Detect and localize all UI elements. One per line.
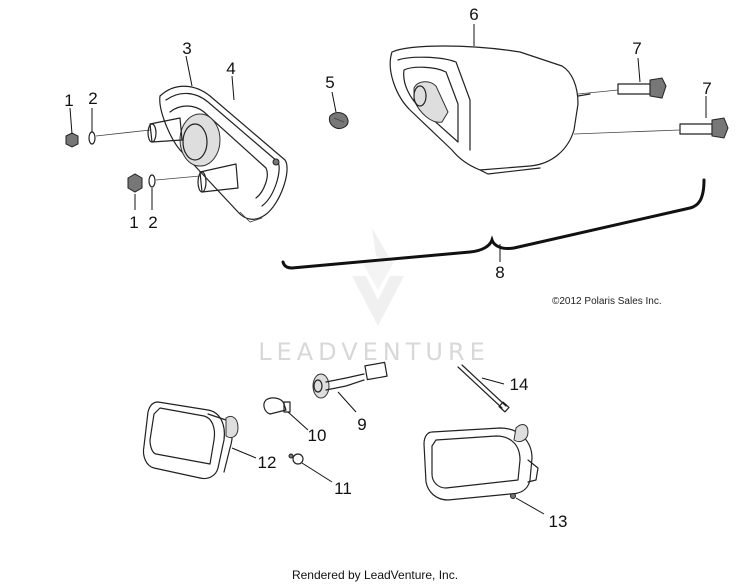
headlight-bracket-part-3 — [159, 85, 288, 223]
fog-lamp-part-13 — [423, 424, 539, 501]
callout-10[interactable]: 10 — [308, 426, 327, 445]
clip-part-5 — [328, 112, 349, 129]
headlight-assembly-part-6 — [389, 45, 591, 175]
callout-13[interactable]: 13 — [549, 512, 568, 531]
assembly-line — [573, 129, 681, 135]
callout-2[interactable]: 2 — [88, 89, 97, 108]
fog-lamp-part-12 — [142, 401, 239, 480]
callout-12[interactable]: 12 — [258, 453, 277, 472]
assembly-line — [155, 175, 201, 181]
callout-2-lower[interactable]: 2 — [148, 213, 157, 232]
assembly-line — [95, 129, 151, 137]
callout-7-upper[interactable]: 7 — [632, 39, 641, 58]
washer-part-2-lower — [148, 174, 156, 188]
footer-text: Rendered by LeadVenture, Inc. — [292, 568, 458, 582]
screw-part-11 — [288, 453, 304, 465]
bolt-part-7-upper — [617, 77, 667, 99]
nut-part-1-upper — [65, 132, 79, 148]
leader-line — [185, 55, 193, 87]
assembly-brace-part-8 — [281, 178, 706, 270]
callout-11[interactable]: 11 — [334, 479, 352, 498]
socket-part-9 — [312, 361, 388, 399]
leader-line — [481, 377, 505, 385]
leader-line — [231, 75, 235, 101]
callout-4[interactable]: 4 — [226, 59, 235, 78]
leader-line — [69, 107, 73, 135]
callout-1-lower[interactable]: 1 — [129, 213, 138, 232]
callout-8[interactable]: 8 — [495, 263, 504, 282]
leader-line — [301, 462, 333, 483]
leader-line — [331, 91, 337, 113]
callout-7-lower[interactable]: 7 — [702, 79, 711, 98]
leader-line — [515, 497, 545, 515]
callout-6[interactable]: 6 — [469, 5, 478, 24]
callout-3[interactable]: 3 — [182, 39, 191, 58]
assembly-line — [577, 89, 619, 95]
leader-line — [287, 411, 309, 431]
callout-9[interactable]: 9 — [357, 415, 366, 434]
callout-1[interactable]: 1 — [64, 91, 73, 110]
cable-tie-part-14 — [457, 364, 510, 413]
nut-part-1-lower — [127, 173, 143, 193]
leader-line — [231, 447, 257, 459]
callout-14[interactable]: 14 — [510, 375, 529, 394]
callout-5[interactable]: 5 — [325, 73, 334, 92]
headlight-housing-part-4 — [147, 113, 280, 193]
leader-line — [637, 57, 641, 83]
watermark-logo — [352, 228, 404, 326]
washer-part-2-upper — [88, 131, 96, 145]
watermark-text: LEADVENTURE — [258, 338, 490, 366]
leader-line — [337, 391, 357, 413]
bolt-part-7-lower — [679, 117, 729, 139]
bulb-part-10 — [263, 397, 291, 415]
copyright-text: ©2012 Polaris Sales Inc. — [552, 296, 662, 307]
